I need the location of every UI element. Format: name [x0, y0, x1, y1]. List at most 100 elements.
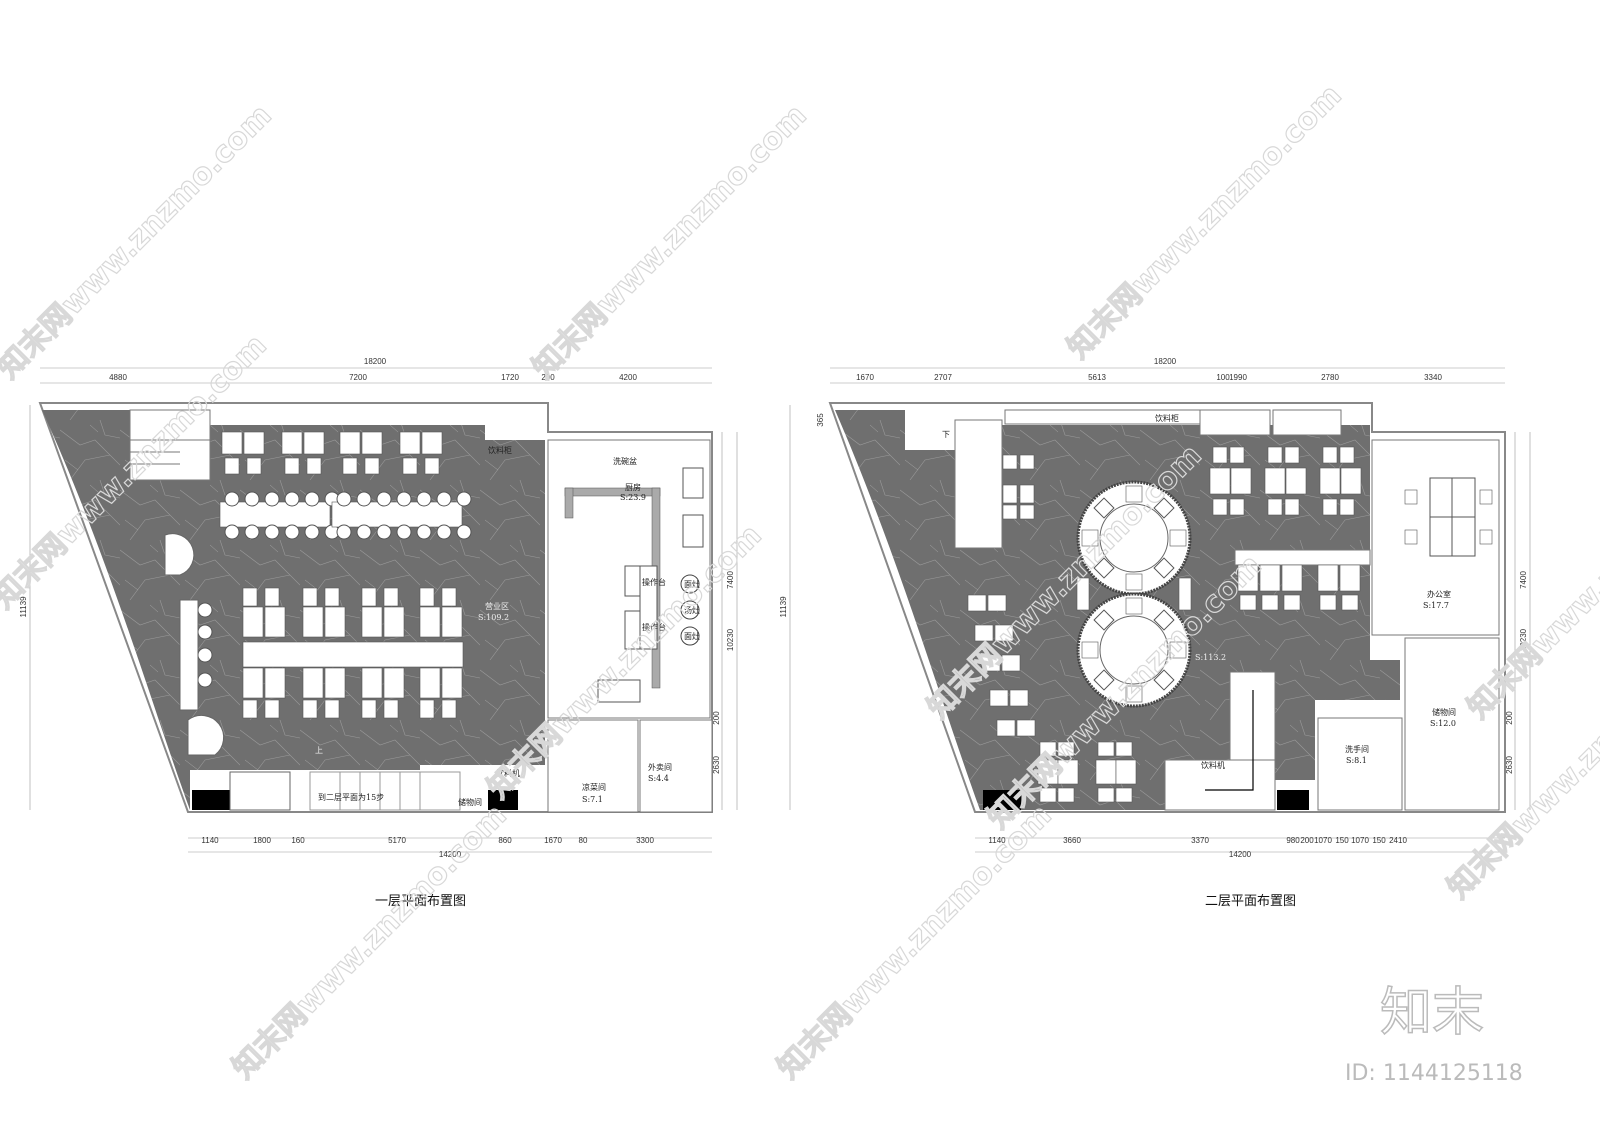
floor1-beverage-cabinet: 饮料柜	[488, 445, 512, 455]
table	[221, 431, 243, 455]
chair	[1339, 446, 1355, 464]
chair	[306, 457, 322, 475]
table	[361, 431, 383, 455]
floor1-dish-wash: 洗碗盆	[613, 456, 637, 466]
table	[1285, 467, 1307, 495]
table	[361, 587, 377, 607]
floor1-dim-bottom-2: 160	[291, 836, 305, 845]
watermark-id: ID: 1144125118	[1345, 1061, 1523, 1086]
floor1-dim-right-2: 200	[712, 711, 721, 725]
chair	[1319, 594, 1337, 611]
chair	[1093, 609, 1115, 631]
floor1-stove-2: 汤灶	[684, 605, 700, 615]
table	[399, 431, 421, 455]
floor1-stairs-up: 上	[315, 746, 323, 755]
table	[1339, 564, 1361, 592]
floor1-takeout-label: 外卖间	[648, 762, 672, 772]
floor1-dim-top-4: 4200	[619, 373, 637, 382]
chair	[1097, 741, 1115, 757]
chair	[246, 457, 262, 475]
floor1-dim-right-3: 2630	[712, 756, 721, 774]
floor2-washroom	[1317, 717, 1403, 811]
table	[1209, 467, 1231, 495]
chair	[1283, 594, 1301, 611]
floor1-kitchen-label: 厨房	[625, 482, 641, 492]
floor2-dim-top-0: 1670	[856, 373, 874, 382]
floor2-dim-bottom-6: 150	[1335, 836, 1349, 845]
chair	[1115, 787, 1133, 803]
table	[324, 587, 340, 607]
table	[1237, 564, 1259, 592]
stool	[436, 491, 452, 507]
table	[1001, 654, 1021, 672]
chair	[1153, 669, 1175, 691]
floor1-dim-top-1: 7200	[349, 373, 367, 382]
chair	[1212, 498, 1228, 516]
table	[421, 431, 443, 455]
floor1-work-table-2: 操作台	[642, 622, 666, 632]
table	[1019, 504, 1035, 520]
table	[302, 667, 324, 699]
stool	[304, 524, 320, 540]
floor1-takeout-area: S:4.4	[648, 774, 669, 783]
floor2-dim-bottom-7: 1070	[1351, 836, 1369, 845]
floor2-dim-top-6: 3340	[1424, 373, 1442, 382]
table	[419, 667, 441, 699]
table	[441, 699, 457, 719]
floor1-cold-dish-label: 凉菜间	[582, 782, 606, 792]
table	[996, 719, 1016, 737]
sideboard	[1178, 577, 1192, 611]
stool	[197, 624, 213, 640]
floor2-plan: S:113.2 办公室 S:17.7 储物间 S:12.0 洗手间 S:8.1 …	[828, 402, 1506, 909]
chair	[1153, 497, 1175, 519]
floor2-dim-right-2: 200	[1505, 711, 1514, 725]
table	[994, 624, 1014, 642]
table	[264, 667, 286, 699]
floor1-dim-bottom-7: 3300	[636, 836, 654, 845]
floor1-tables	[197, 431, 472, 719]
stool	[416, 491, 432, 507]
chair	[1039, 787, 1057, 803]
floor1-dim-top-2: 1720	[501, 373, 519, 382]
table	[339, 431, 361, 455]
sideboard	[1076, 577, 1090, 611]
stool	[197, 672, 213, 688]
floor1-storage-label: 储物间	[458, 797, 482, 807]
floor2-title: 二层平面布置图	[1205, 894, 1296, 909]
table	[383, 699, 399, 719]
table	[1002, 484, 1018, 504]
chair	[1229, 498, 1245, 516]
floor1-dim-left: 11139	[19, 596, 28, 618]
office-chair	[1404, 489, 1418, 505]
table	[264, 587, 280, 607]
stool	[456, 491, 472, 507]
table	[383, 587, 399, 607]
chair	[1284, 446, 1300, 464]
floor2-washroom-label: 洗手间	[1345, 744, 1369, 754]
floor2-dim-bottom-total: 14200	[1229, 850, 1252, 859]
table	[1019, 484, 1035, 504]
floor2-stairs	[954, 419, 1003, 549]
chair	[1239, 594, 1257, 611]
watermark-text: 知末网www.znzmo.com	[771, 798, 1059, 1086]
floor1-dim-bottom-4: 860	[498, 836, 512, 845]
floor1-dim-top-0: 4880	[109, 373, 127, 382]
table	[1019, 454, 1035, 470]
chair	[1284, 498, 1300, 516]
floor2-tables	[967, 446, 1493, 803]
floor1-stove-1: 面灶	[684, 579, 700, 589]
chair	[1229, 446, 1245, 464]
chair	[1267, 498, 1283, 516]
table	[1281, 564, 1303, 592]
chair	[1093, 669, 1115, 691]
chair	[1039, 741, 1057, 757]
floor1-stove-3: 面灶	[684, 631, 700, 641]
stool	[197, 602, 213, 618]
stool	[284, 491, 300, 507]
table	[242, 587, 258, 607]
chair	[1169, 529, 1187, 547]
floor1-stairs-top	[129, 409, 211, 481]
floor2-dim-bottom-2: 3370	[1191, 836, 1209, 845]
chair	[1322, 446, 1338, 464]
table	[441, 667, 463, 699]
